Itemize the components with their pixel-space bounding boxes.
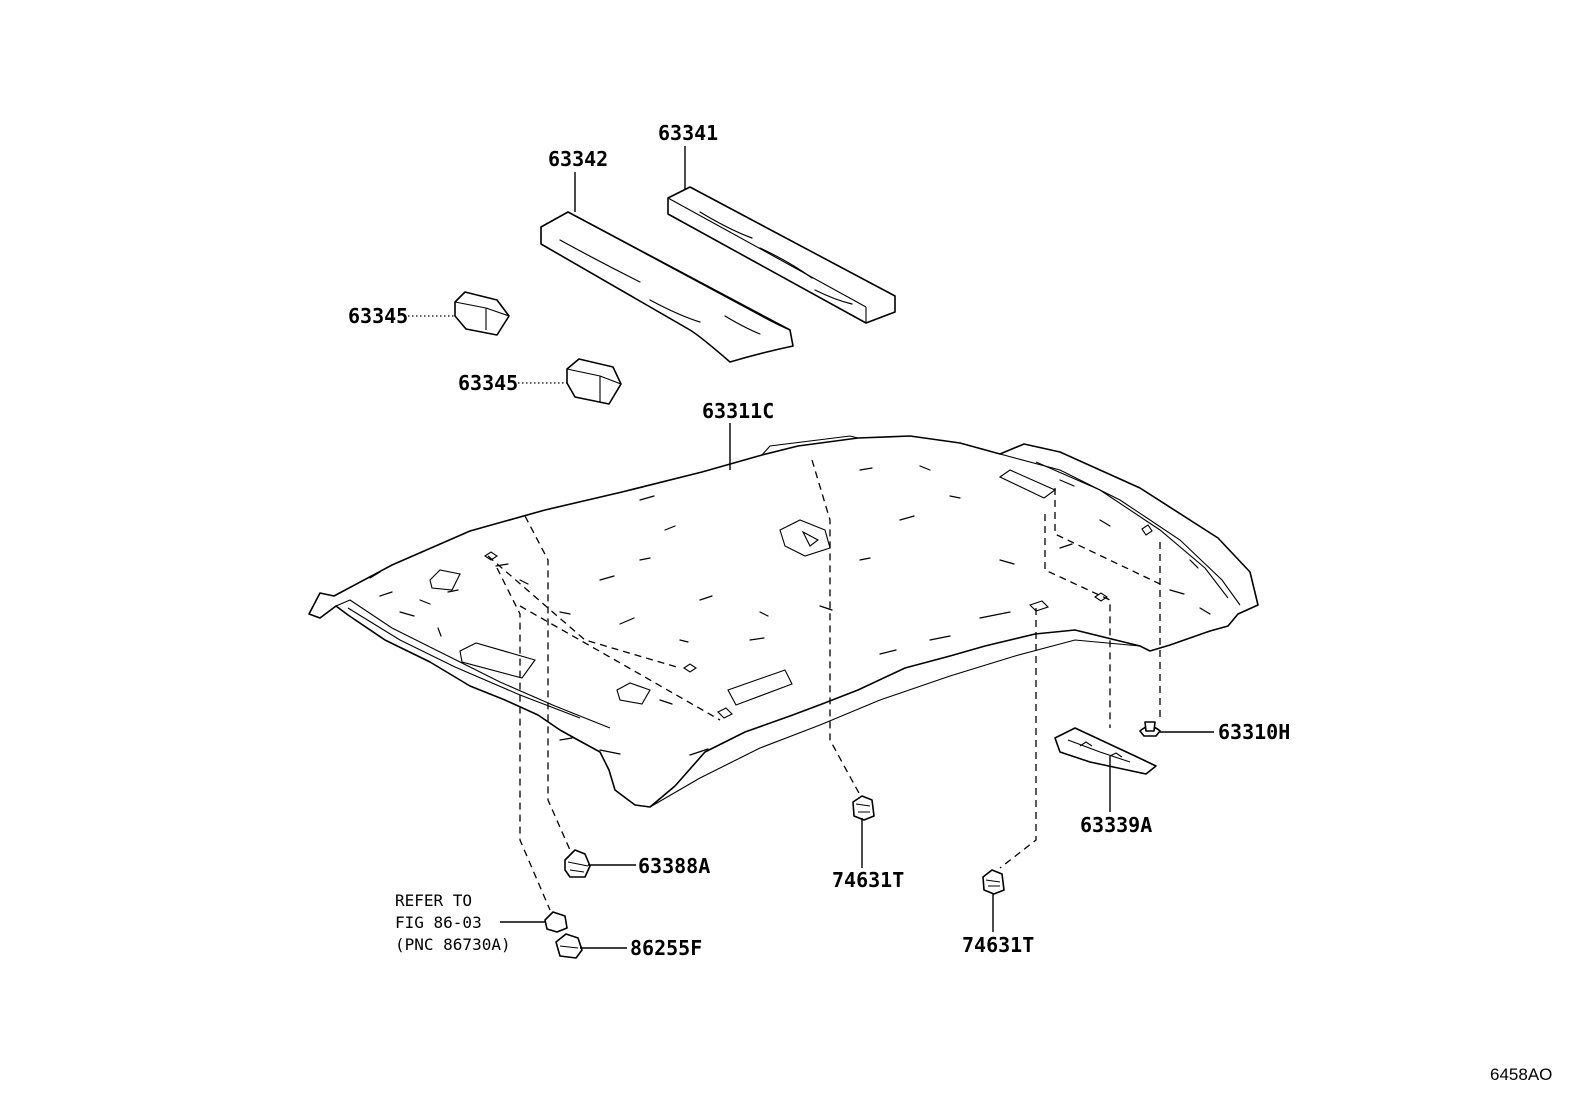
lamp-86255F xyxy=(555,933,583,959)
clip-74631T-right xyxy=(982,869,1005,895)
bracket-63339A xyxy=(1054,727,1157,775)
clip-74631T-center xyxy=(852,795,875,821)
leader-lines xyxy=(408,146,1214,949)
reference-note: REFER TO FIG 86-03 (PNC 86730A) xyxy=(395,891,511,954)
holder-63388A xyxy=(564,849,591,878)
label-63345-upper: 63345 xyxy=(348,304,408,328)
label-63345-lower: 63345 xyxy=(458,371,518,395)
pad-63342 xyxy=(540,211,794,363)
label-63388A: 63388A xyxy=(638,854,710,878)
figure-id: 6458AO xyxy=(1490,1065,1552,1084)
label-63339A: 63339A xyxy=(1080,813,1152,837)
label-74631T-right: 74631T xyxy=(962,933,1034,957)
label-63311C: 63311C xyxy=(702,399,774,423)
label-63342: 63342 xyxy=(548,147,608,171)
reference-note-line1: REFER TO xyxy=(395,891,472,910)
part-labels: 63342 63341 63345 63345 63311C 63310H 63… xyxy=(348,121,1290,960)
reference-note-line2: FIG 86-03 xyxy=(395,913,482,932)
installation-lines xyxy=(487,459,1161,911)
pad-63341 xyxy=(667,186,896,324)
block-63345-upper xyxy=(454,291,510,336)
reference-note-line3: (PNC 86730A) xyxy=(395,935,511,954)
headliner-63311C xyxy=(308,435,1259,808)
label-74631T-center: 74631T xyxy=(832,868,904,892)
label-86255F: 86255F xyxy=(630,936,702,960)
label-63341: 63341 xyxy=(658,121,718,145)
block-63345-lower xyxy=(566,358,622,405)
clip-63310H xyxy=(1139,721,1161,737)
label-63310H: 63310H xyxy=(1218,720,1290,744)
ref-part-86730A xyxy=(544,911,568,933)
